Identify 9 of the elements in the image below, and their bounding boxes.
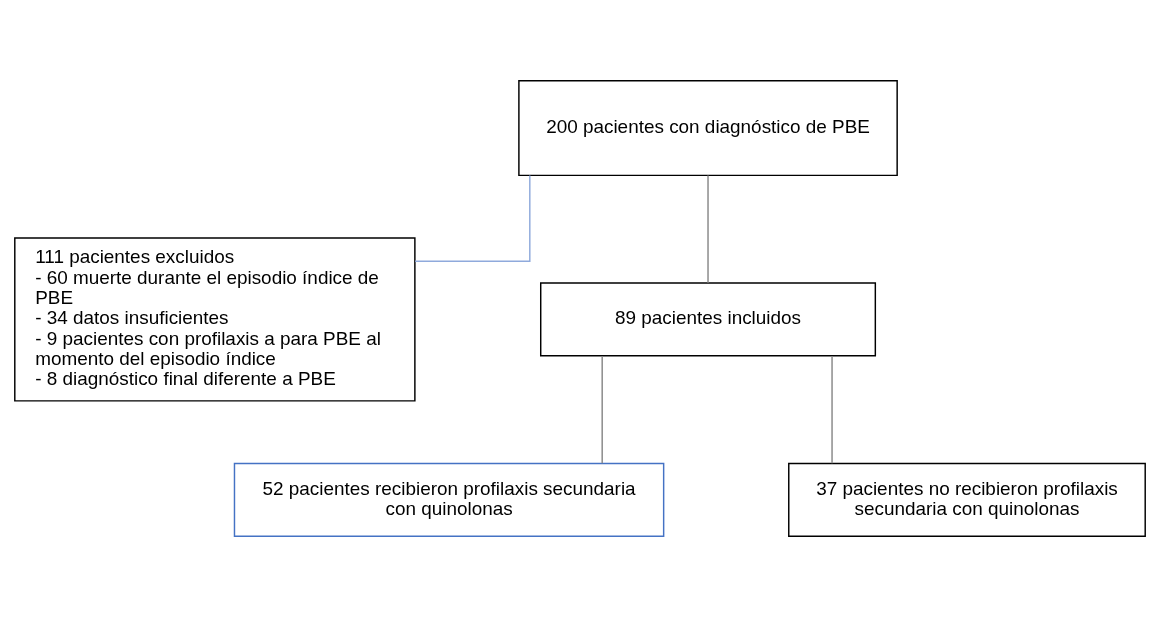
node-box: 111 pacientes excluidos - 60 muerte durante el episodio índice de PBE - 34 datos insuficientes - 9 pacientes con profilaxis a para PBE al momento del episodio índice - 8 diagnóstico final diferente a PBE [14,237,416,402]
node-box: 200 pacientes con diagnóstico de PBE [518,80,898,177]
connector [601,355,603,465]
node-box: 52 pacientes recibieron profilaxis secundaria con quinolonas [233,462,665,537]
node-box: 37 pacientes no recibieron profilaxis secundaria con quinolonas [788,462,1146,537]
connector [414,174,531,262]
connector [707,174,709,284]
node-box: 89 pacientes incluidos [540,282,877,357]
connector [831,355,833,465]
